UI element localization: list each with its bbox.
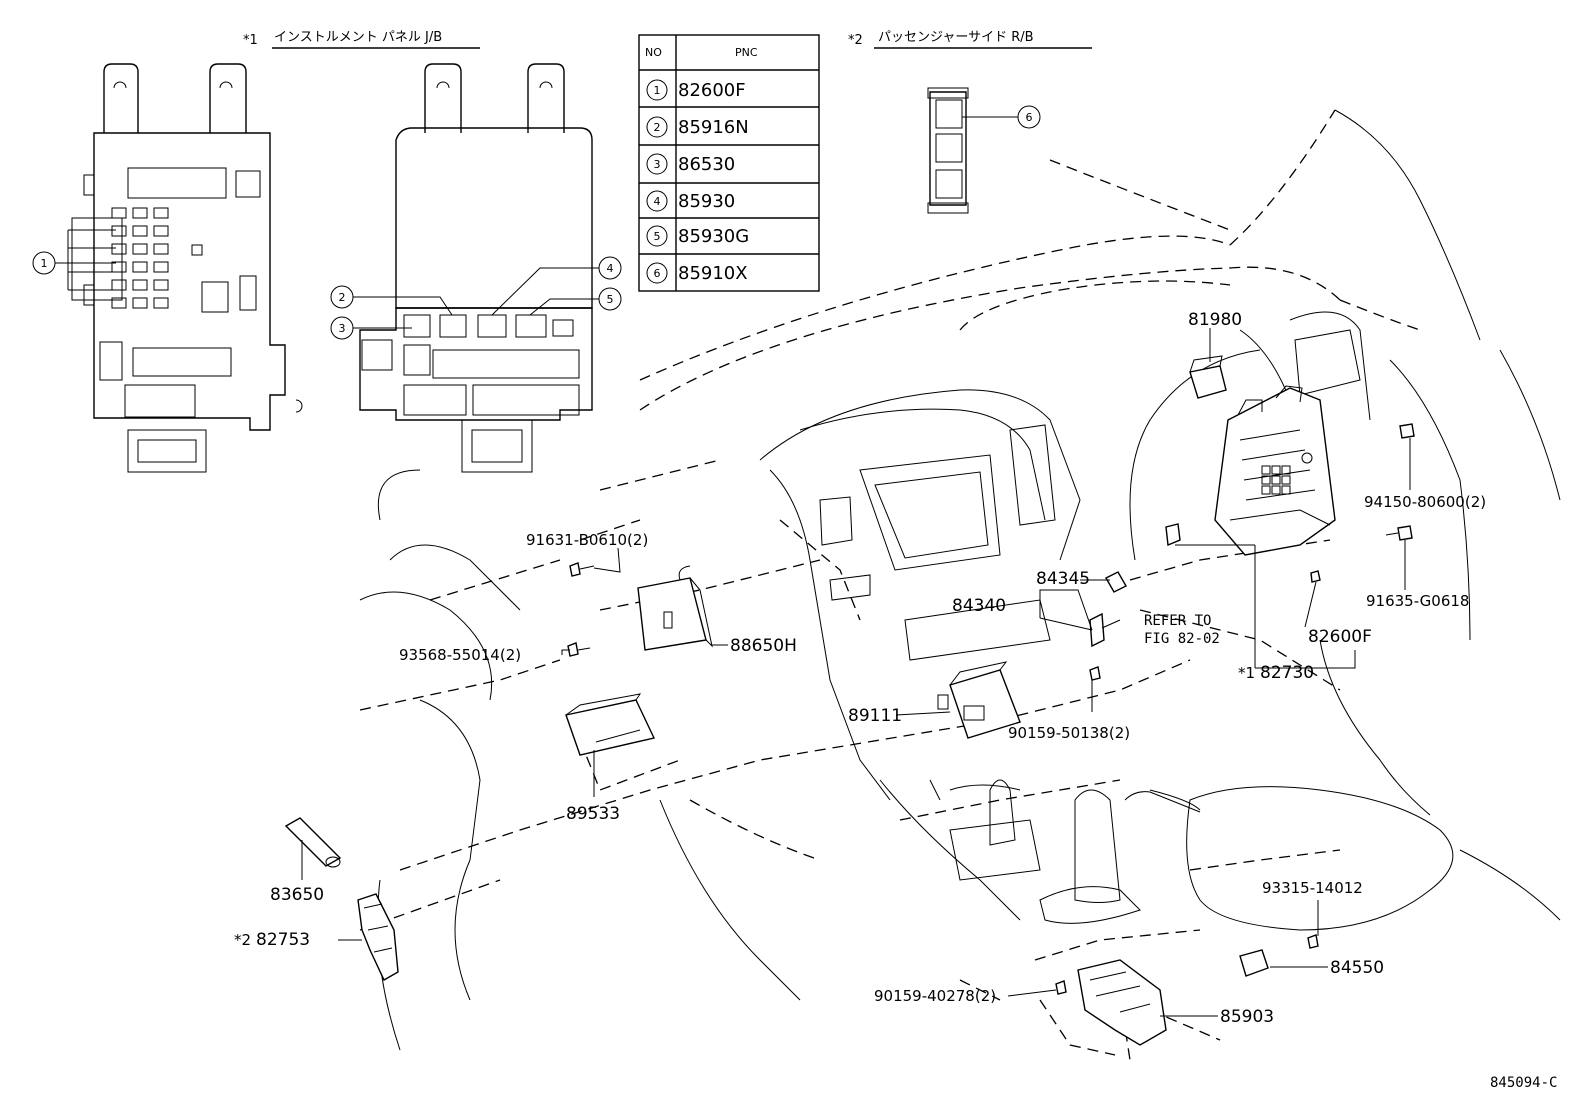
- table-row: 1 82600F: [646, 79, 746, 101]
- table-row: 4 85930: [646, 190, 735, 212]
- switch-84550: [1239, 949, 1269, 977]
- heading-text: パッセンジャーサイド R/B: [878, 30, 1034, 45]
- row-pnc: 85930G: [678, 226, 749, 247]
- dashboard-outline: [359, 109, 1421, 1061]
- row-pnc: 82600F: [678, 80, 746, 101]
- heading-instrument-panel-jb: *1 インストルメント パネル J/B: [243, 30, 480, 49]
- row-pnc: 85910X: [678, 263, 748, 284]
- callout-6: 6: [962, 105, 1041, 129]
- callout-number: 1: [41, 257, 48, 270]
- label-88650h: 88650H: [730, 636, 797, 656]
- label-85903: 85903: [1220, 1007, 1274, 1027]
- row-number: 1: [654, 84, 661, 97]
- junction-block-82730: [1214, 385, 1336, 556]
- table-header-pnc: PNC: [735, 46, 758, 59]
- table-row: 5 85930G: [646, 225, 749, 247]
- label-82753: 82753: [256, 930, 310, 950]
- callout-number: 5: [607, 293, 614, 306]
- relay-81980: [1189, 355, 1227, 399]
- label-82600f: 82600F: [1308, 627, 1372, 647]
- label-81980: 81980: [1188, 310, 1242, 330]
- label-91635: 91635-G0618: [1366, 592, 1469, 610]
- computer-89111: [937, 661, 1021, 739]
- label-82730-mark: *1: [1238, 664, 1255, 682]
- row-number: 5: [654, 230, 661, 243]
- label-93315: 93315-14012: [1262, 879, 1363, 897]
- callout-4: 4: [491, 256, 622, 316]
- label-90159-40278: 90159-40278(2): [874, 987, 996, 1005]
- callout-5: 5: [529, 287, 622, 316]
- row-number: 2: [654, 121, 661, 134]
- relay-block-82753: [357, 893, 399, 981]
- bolt-91635: [1385, 525, 1413, 541]
- switch-84340-84345: [1089, 571, 1127, 648]
- callout-3: 3: [330, 316, 412, 340]
- table-row: 6 85910X: [646, 262, 748, 284]
- callout-number: 3: [339, 322, 346, 335]
- label-90159-50138: 90159-50138(2): [1008, 724, 1130, 742]
- callout-1: 1: [32, 229, 116, 291]
- computer-88650h: [637, 565, 713, 651]
- heading-mark: *2: [848, 33, 863, 48]
- relay-block-passenger-side: [927, 87, 969, 214]
- nut-94150: [1399, 423, 1415, 439]
- fuse-82600f: [1165, 523, 1321, 583]
- callout-number: 6: [1026, 111, 1033, 124]
- label-82730: 82730: [1260, 663, 1314, 683]
- label-fig-ref: FIG 82-02: [1144, 631, 1220, 647]
- sensor-89533: [565, 693, 656, 756]
- label-83650: 83650: [270, 885, 324, 905]
- relay-block-85903: [1077, 959, 1167, 1046]
- pnc-table: NO PNC 1 82600F 2 85916N 3 86530 4 85930…: [638, 34, 820, 292]
- label-94150: 94150-80600(2): [1364, 493, 1486, 511]
- row-pnc: 85916N: [678, 117, 749, 138]
- row-number: 4: [654, 195, 661, 208]
- row-number: 3: [654, 158, 661, 171]
- label-84340: 84340: [952, 596, 1006, 616]
- pin-83650: [284, 817, 342, 868]
- table-row: 3 86530: [646, 153, 735, 175]
- table-row: 2 85916N: [646, 116, 749, 138]
- label-89533: 89533: [566, 804, 620, 824]
- dashboard-structure: [359, 109, 1561, 1051]
- heading-mark: *1: [243, 33, 258, 48]
- bolt-93315: [1307, 934, 1319, 949]
- leader-lines: [301, 328, 1411, 1017]
- label-84550: 84550: [1330, 958, 1384, 978]
- row-pnc: 85930: [678, 191, 735, 212]
- bolt-93568: [567, 642, 591, 657]
- label-89111: 89111: [848, 706, 902, 726]
- label-84345: 84345: [1036, 569, 1090, 589]
- junction-block-rear-view: [359, 63, 593, 473]
- row-pnc: 86530: [678, 154, 735, 175]
- heading-passenger-side-rb: *2 パッセンジャーサイド R/B: [848, 30, 1092, 49]
- part-labels: 81980 94150-80600(2) 91635-G0618 82600F …: [234, 310, 1486, 1027]
- callout-2: 2: [330, 285, 453, 316]
- table-header-no: NO: [645, 46, 662, 59]
- label-93568: 93568-55014(2): [399, 646, 521, 664]
- bolt-91631: [569, 562, 595, 577]
- callout-number: 4: [607, 262, 614, 275]
- heading-text: インストルメント パネル J/B: [274, 30, 442, 45]
- label-refer-to: REFER TO: [1144, 613, 1211, 629]
- bolt-90159-50138: [1089, 666, 1101, 681]
- label-82753-mark: *2: [234, 931, 251, 949]
- label-91631: 91631-B0610(2): [526, 531, 648, 549]
- bolt-90159-40278: [1055, 980, 1067, 995]
- callout-number: 2: [339, 291, 346, 304]
- row-number: 6: [654, 267, 661, 280]
- junction-block-front-view: [71, 63, 303, 473]
- figure-id: 845094-C: [1490, 1075, 1557, 1091]
